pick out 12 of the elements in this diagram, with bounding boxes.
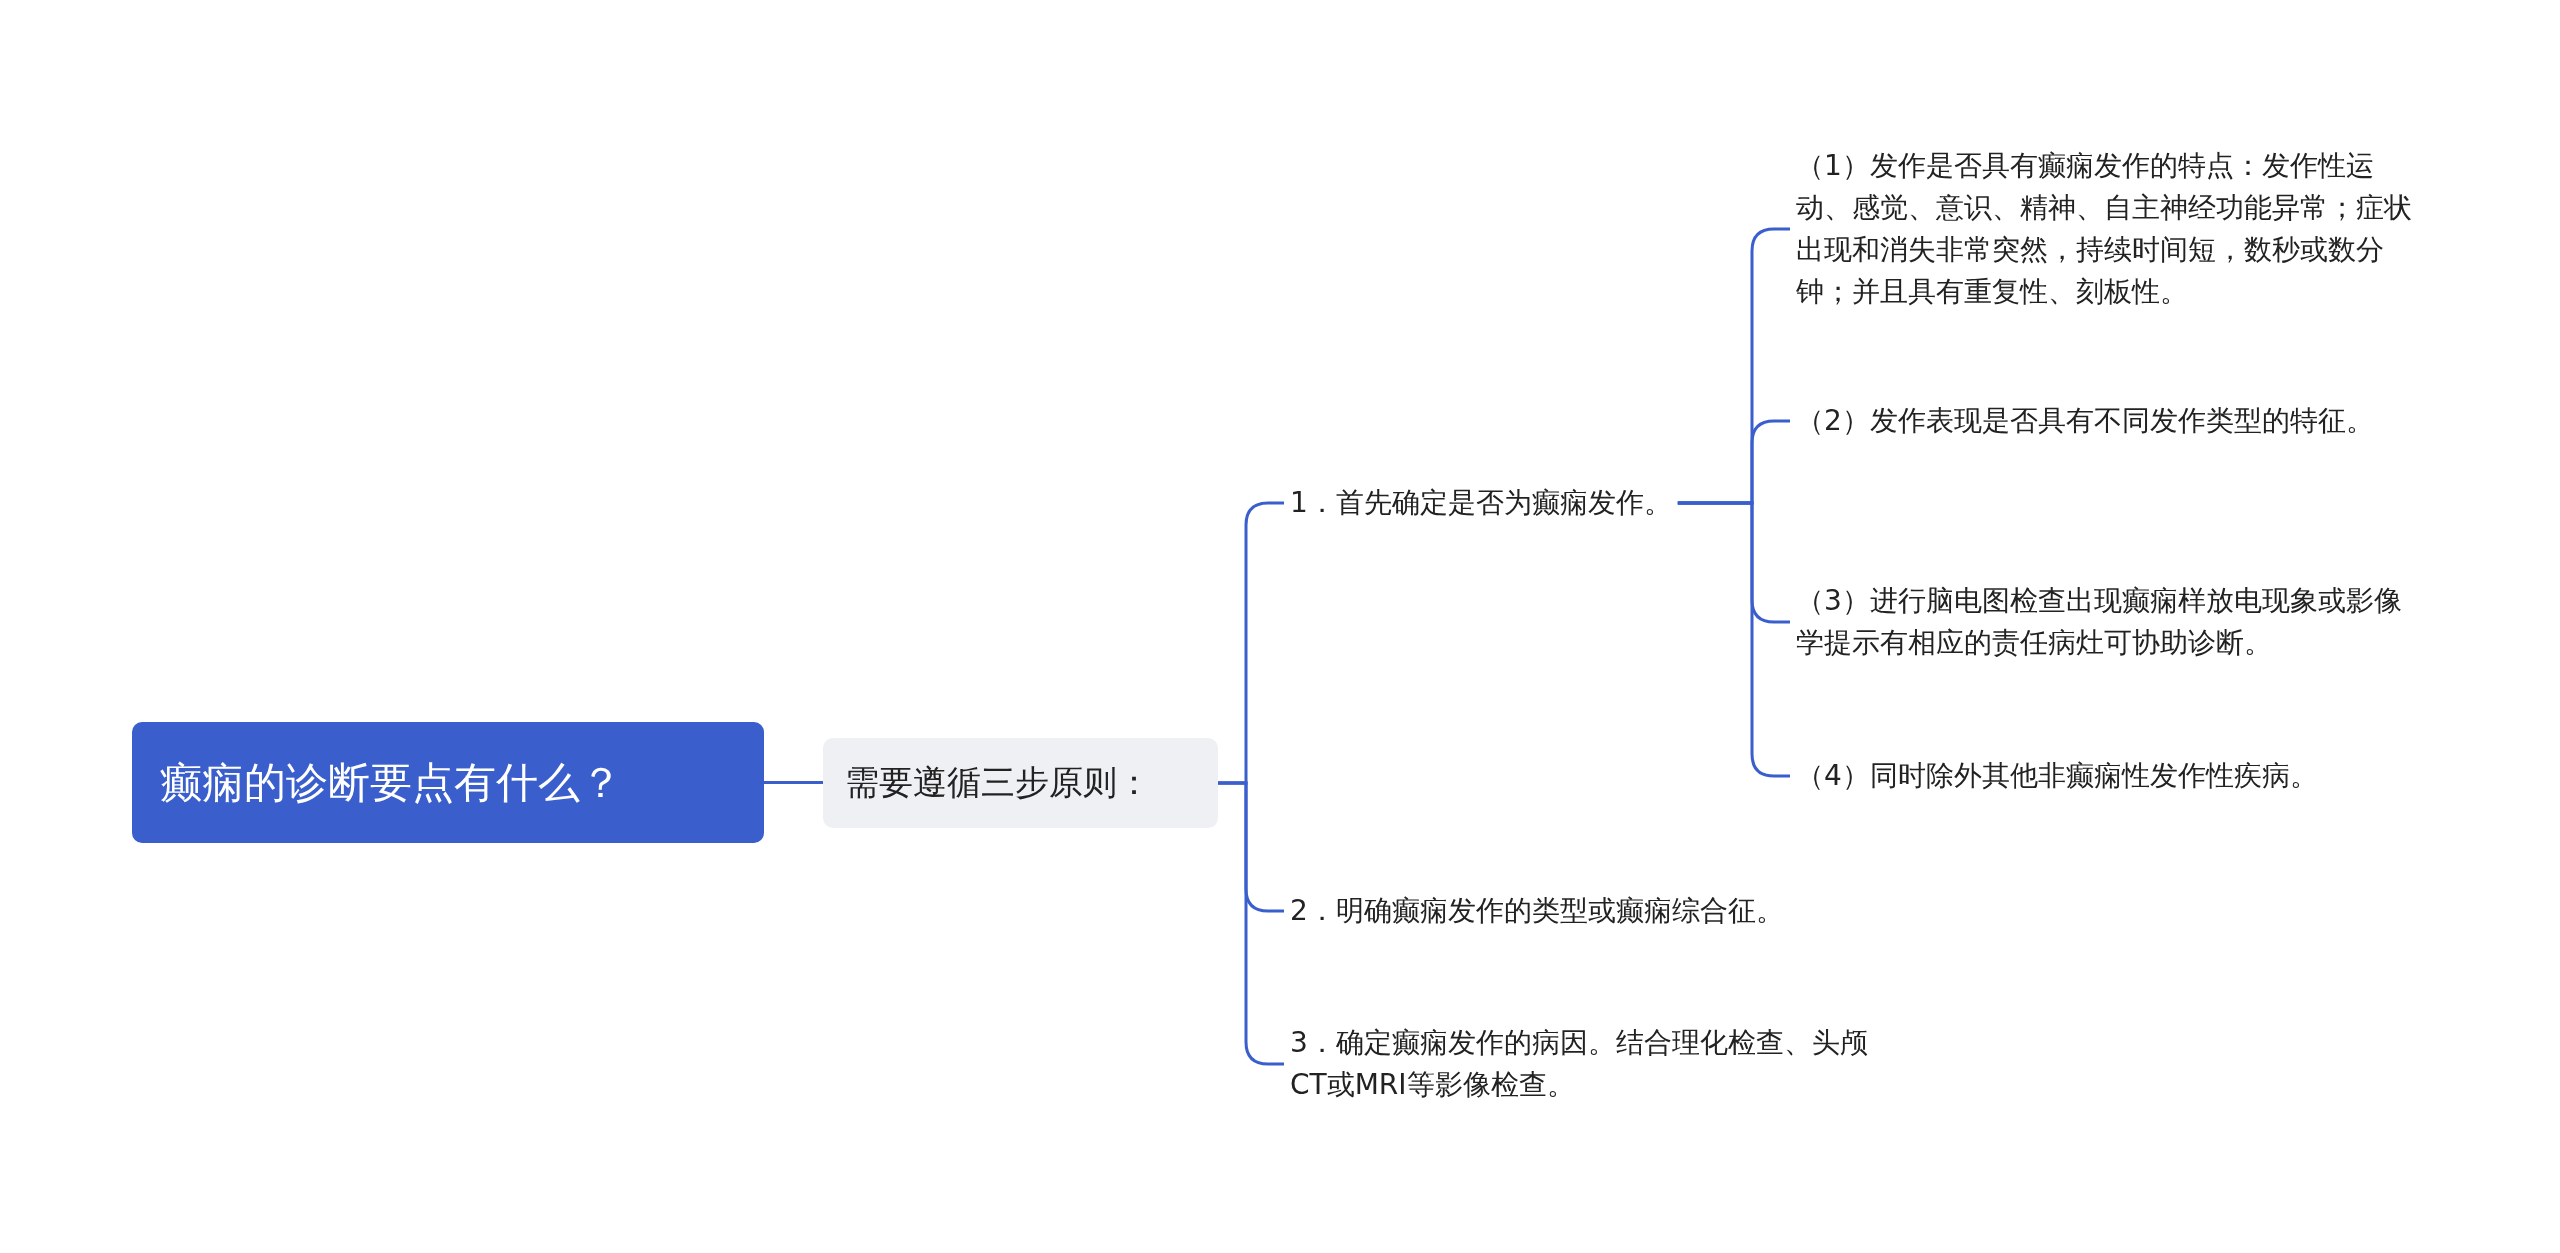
connector-line (764, 781, 823, 784)
subtopic-text: 3．确定癫痫发作的病因。结合理化检查、头颅CT或MRI等影像检查。 (1284, 1022, 1884, 1106)
connector-line (1677, 501, 1790, 778)
connector-line (1218, 781, 1284, 1066)
branch-topic-box: 需要遵循三步原则： (823, 738, 1218, 828)
subtopic-text: （3）进行脑电图检查出现癫痫样放电现象或影像学提示有相应的责任病灶可协助诊断。 (1790, 580, 2430, 664)
subtopic-text: 2．明确癫痫发作的类型或癫痫综合征。 (1284, 890, 1790, 932)
subtopic-text: （2）发作表现是否具有不同发作类型的特征。 (1790, 400, 2430, 442)
subtopic-text: 1．首先确定是否为癫痫发作。 (1284, 482, 1678, 524)
subtopic-text: （4）同时除外其他非癫痫性发作性疾病。 (1790, 755, 2324, 797)
subtopic-text: （1）发作是否具有癫痫发作的特点：发作性运动、感觉、意识、精神、自主神经功能异常；症状出现和消失非常突然，持续时间短，数秒或数分钟；并且具有重复性、刻板性。 (1790, 145, 2430, 313)
root-topic-box: 癫痫的诊断要点有什么？ (132, 722, 764, 843)
